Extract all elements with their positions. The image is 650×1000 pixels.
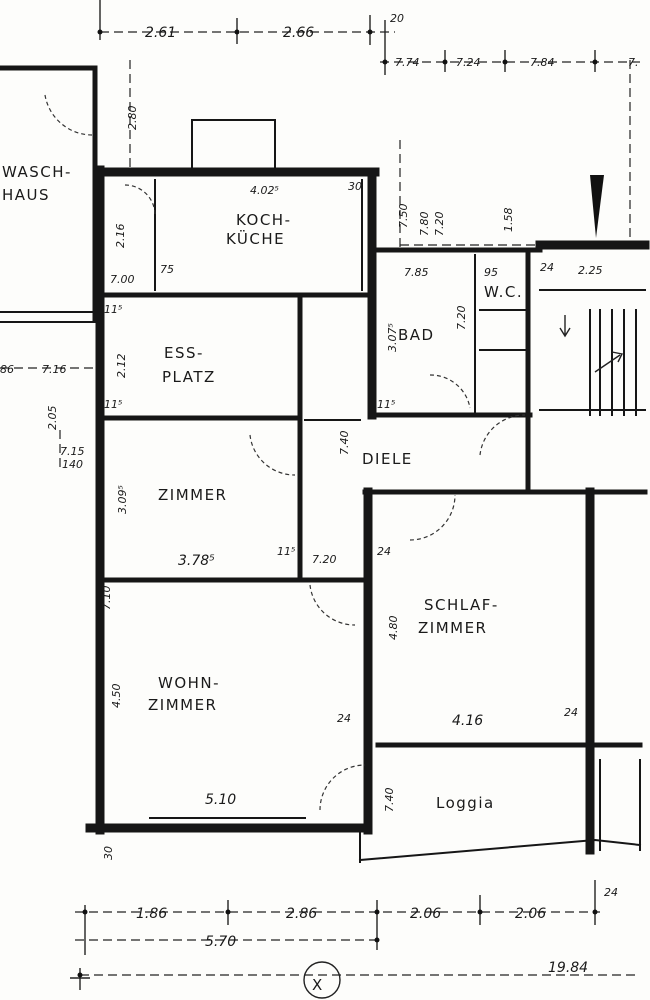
north-arrow-icon	[590, 175, 604, 238]
room-diele: DIELE	[362, 450, 413, 468]
room-bad: BAD	[398, 326, 435, 344]
dim-left-716: 7.16	[42, 363, 67, 376]
room-wc: W.C.	[484, 283, 523, 301]
dim-bottom-3: 2.06	[410, 906, 441, 922]
dim-wc-95: 95	[484, 266, 498, 279]
room-loggia: Loggia	[436, 794, 495, 812]
dim-n115a: 11⁵	[104, 303, 122, 316]
room-schlafzimmer: SCHLAF-	[424, 596, 499, 614]
dim-left-top-v: 2.80	[126, 106, 139, 131]
dim-n115c: 11⁵	[377, 398, 395, 411]
dim-zimmer-v: 3.09⁵	[116, 485, 129, 514]
stair-arrow-icon	[559, 315, 624, 373]
mark-x: X	[312, 976, 324, 994]
dim-bottom-24: 24	[604, 886, 618, 899]
dim-bad-v: 3.07⁵	[386, 323, 399, 352]
dim-wohn-w: 5.10	[205, 792, 236, 808]
dim-n115d: 11⁵	[277, 545, 295, 558]
dim-right-720: 7.20	[433, 212, 446, 237]
dim-left-715: 7.15	[60, 445, 85, 458]
dim-top-4: 7.74	[395, 56, 420, 69]
dim-n24b: 24	[337, 712, 351, 725]
dim-left-140: 140	[62, 458, 83, 471]
dim-koch-width: 4.02⁵	[250, 184, 279, 197]
dim-bottom-30: 30	[102, 846, 115, 860]
dim-koch-75: 75	[160, 263, 174, 276]
room-waschhaus-2: HAUS	[2, 186, 50, 204]
dim-wohn-v: 4.50	[110, 684, 123, 709]
dim-top-5: 7.24	[456, 56, 481, 69]
dim-r-24: 24	[540, 261, 554, 274]
dim-zimmer-w: 3.78⁵	[178, 553, 215, 569]
dim-right-158: 1.58	[502, 208, 515, 233]
dim-bottom-1: 1.86	[136, 906, 167, 922]
dim-koch-700: 7.00	[110, 273, 135, 286]
dim-r-225: 2.25	[578, 264, 603, 277]
dimension-labels: 2.61 2.66 20 7.74 7.24 7.84 7. 2.80 4.02…	[0, 12, 639, 976]
dim-schlaf-w: 4.16	[452, 713, 483, 729]
room-labels: WASCH- HAUS KOCH- KÜCHE ESS- PLATZ BAD W…	[2, 163, 523, 812]
dim-koch-30: 30	[348, 180, 362, 193]
room-essplatz: ESS-	[164, 344, 204, 362]
room-zimmer: ZIMMER	[158, 486, 227, 504]
dim-top-2: 2.66	[283, 25, 314, 41]
dim-bottom-4: 2.06	[515, 906, 546, 922]
room-schlafzimmer-2: ZIMMER	[418, 619, 487, 637]
dim-top-7: 7.	[628, 56, 639, 69]
dim-top-1: 2.61	[145, 25, 176, 41]
dim-n24a: 24	[377, 545, 391, 558]
walls	[0, 65, 650, 863]
dim-schlaf-v: 4.80	[387, 616, 400, 641]
dim-ess-v: 2.12	[115, 354, 128, 379]
dim-n24c: 24	[564, 706, 578, 719]
room-kochkueche-2: KÜCHE	[226, 229, 285, 248]
door-swings	[44, 94, 526, 811]
dim-diele-740: 7.40	[338, 431, 351, 456]
dim-diele-720: 7.20	[312, 553, 337, 566]
dim-bottom-total: 5.70	[205, 934, 236, 950]
room-wohnzimmer-2: ZIMMER	[148, 696, 217, 714]
dim-left-86: 86	[0, 363, 14, 376]
dim-koch-v: 2.16	[114, 224, 127, 249]
dim-right-780: 7.80	[418, 212, 431, 237]
room-waschhaus: WASCH-	[2, 163, 72, 181]
dim-bad-720: 7.20	[455, 306, 468, 331]
dim-left-710: 7.10	[100, 586, 113, 611]
dim-top-3: 20	[390, 12, 404, 25]
dim-loggia-740: 7.40	[383, 788, 396, 813]
dim-top-6: 7.84	[530, 56, 555, 69]
dim-bottom-2: 2.86	[286, 906, 317, 922]
dim-left-205: 2.05	[46, 406, 59, 431]
room-essplatz-2: PLATZ	[162, 368, 216, 386]
dim-right-750: 7.50	[397, 204, 410, 229]
dim-n115b: 11⁵	[104, 398, 122, 411]
dimension-dots	[77, 29, 598, 978]
dim-bad-785: 7.85	[404, 266, 429, 279]
room-wohnzimmer: WOHN-	[158, 674, 220, 692]
dim-total: 19.84	[548, 960, 588, 976]
circle-marker-icon	[303, 961, 341, 999]
room-kochkueche: KOCH-	[236, 211, 292, 229]
